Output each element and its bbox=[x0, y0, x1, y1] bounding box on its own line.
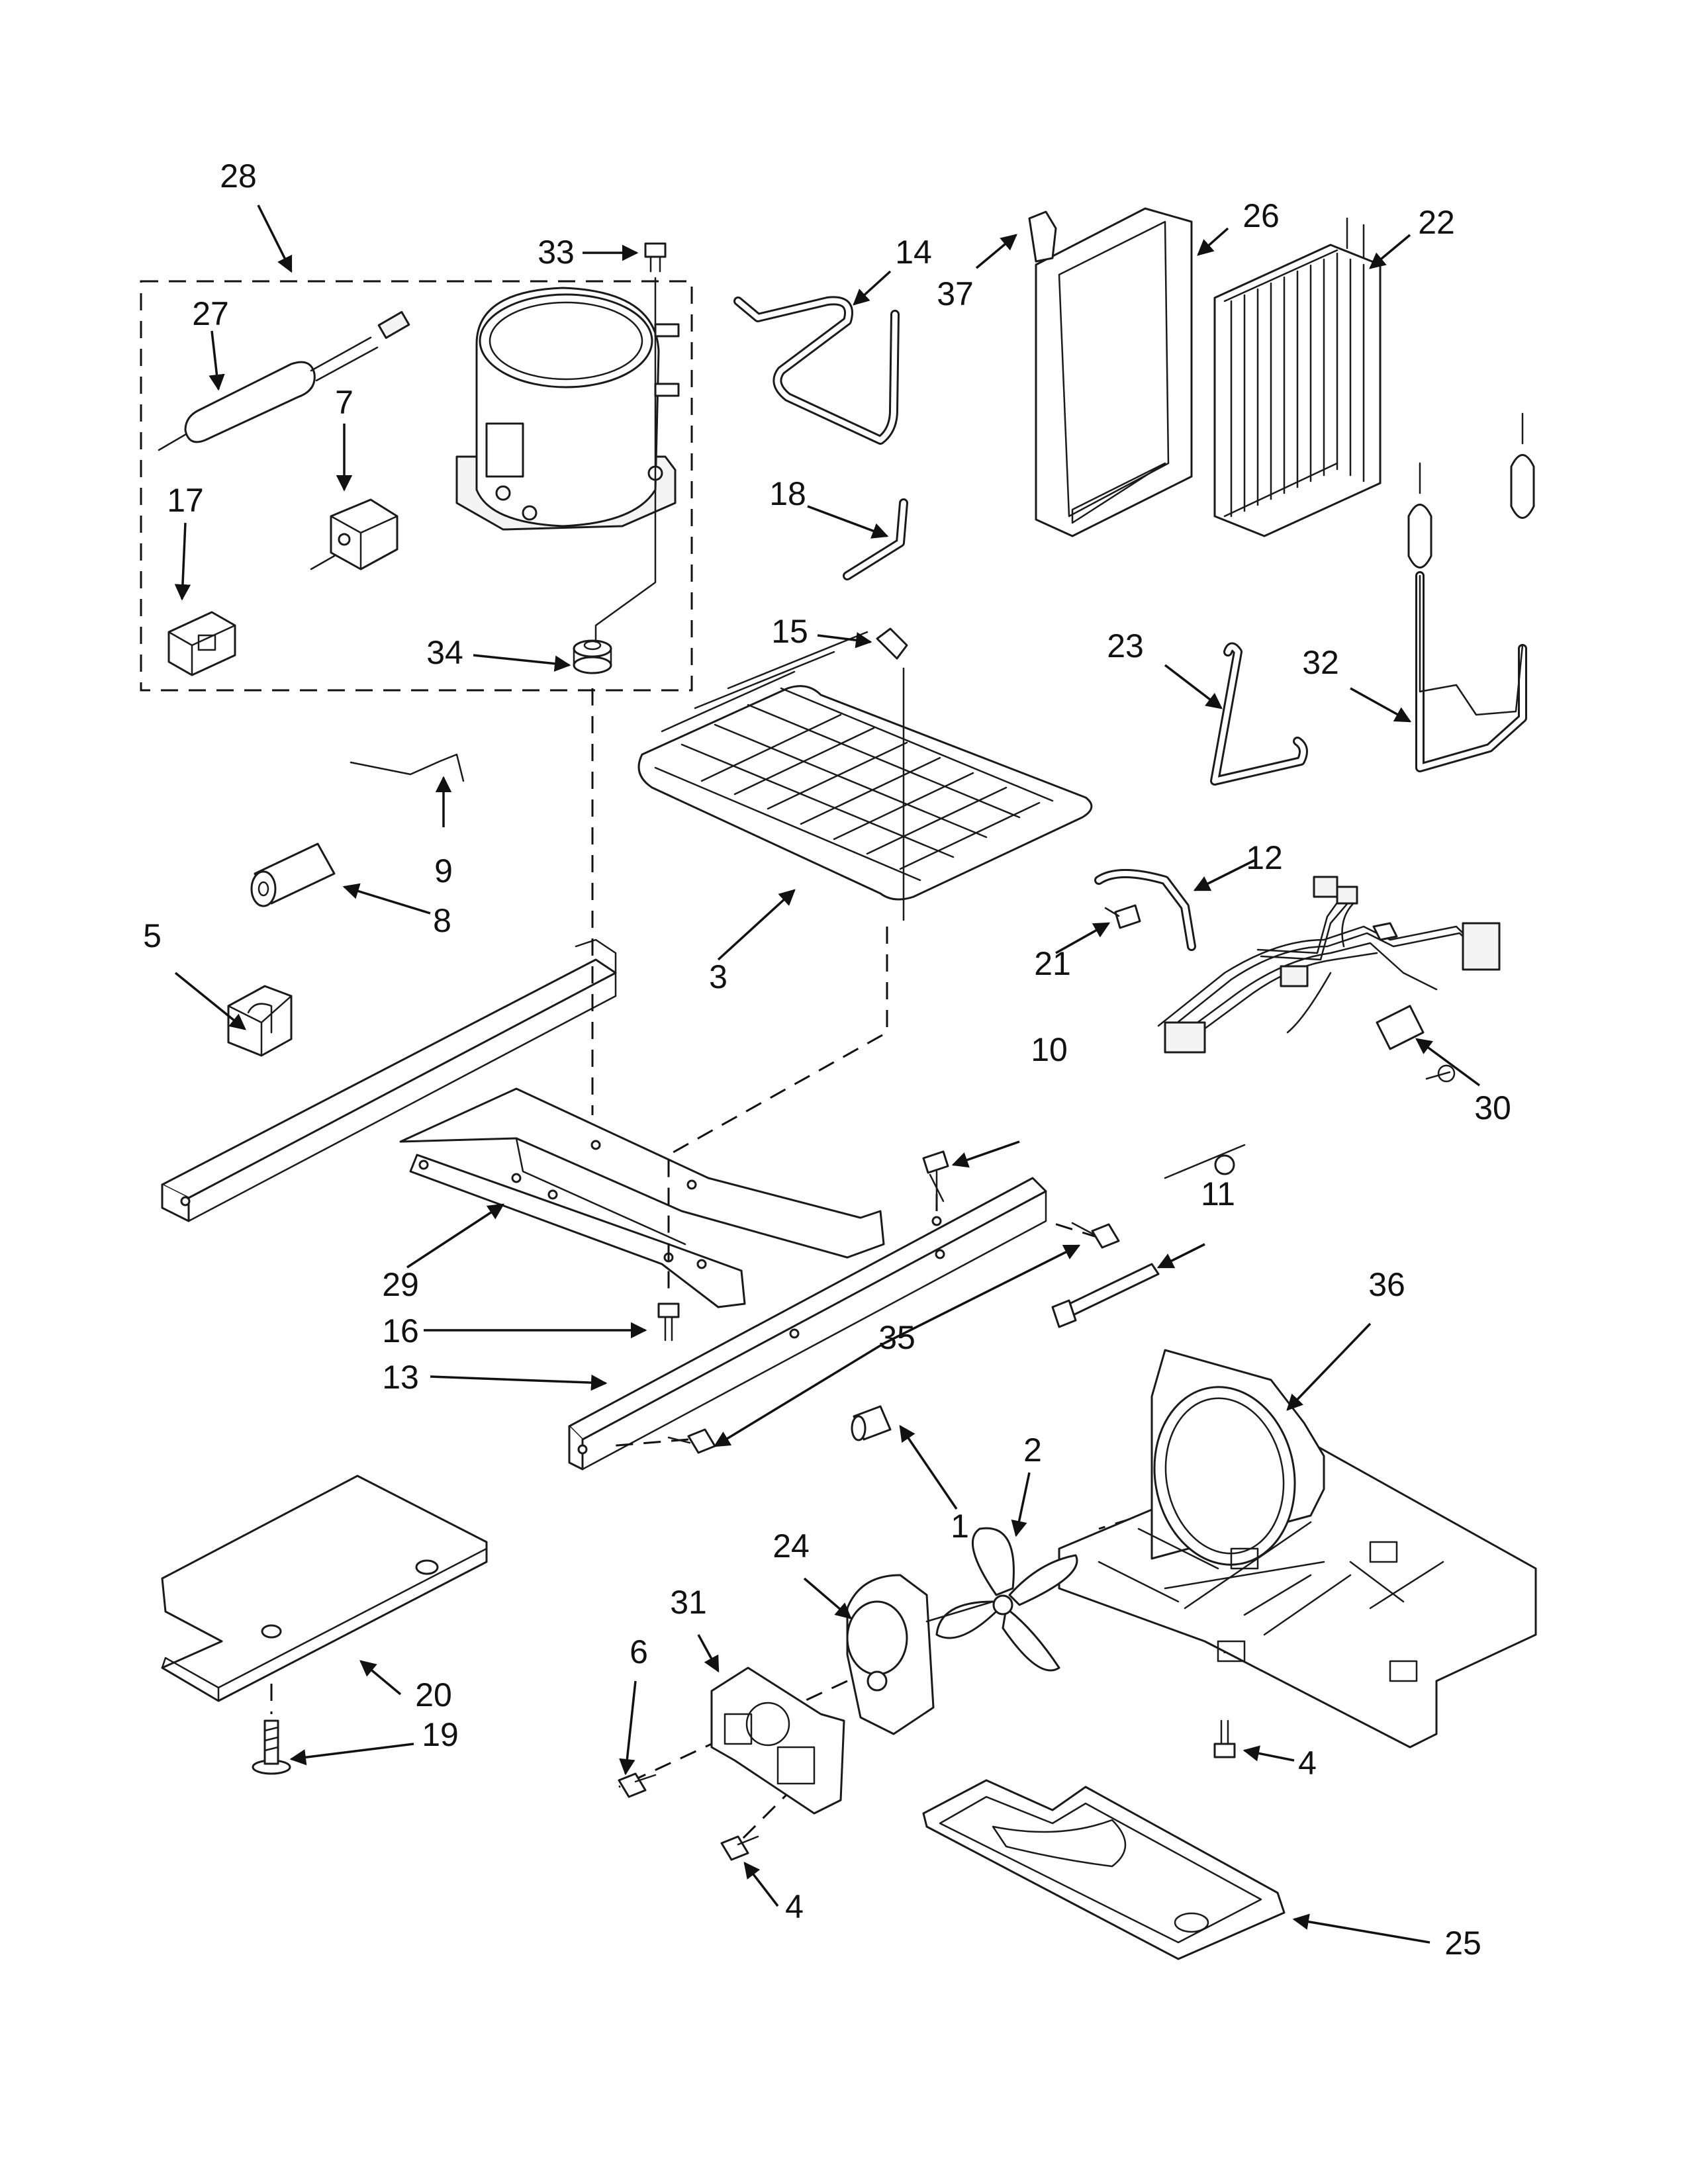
tube-18[interactable] bbox=[843, 498, 908, 580]
callout-21: 21 bbox=[1034, 945, 1071, 982]
callout-27: 27 bbox=[192, 295, 229, 332]
screw-16[interactable] bbox=[657, 1302, 680, 1342]
callout-15: 15 bbox=[771, 613, 808, 650]
clip-15[interactable] bbox=[876, 627, 908, 660]
evaporator[interactable] bbox=[637, 631, 1093, 921]
screw-6[interactable] bbox=[618, 1772, 657, 1798]
callout-35: 35 bbox=[878, 1319, 915, 1356]
callout-30: 30 bbox=[1474, 1089, 1511, 1126]
screw-21[interactable] bbox=[1104, 904, 1141, 929]
callout-9: 9 bbox=[434, 852, 453, 889]
callout-4-left: 4 bbox=[785, 1888, 804, 1925]
callout-14: 14 bbox=[895, 234, 932, 271]
condenser-fins bbox=[1230, 252, 1365, 518]
frame-rail-13[interactable] bbox=[568, 1177, 1047, 1471]
callout-10: 10 bbox=[1031, 1031, 1068, 1068]
sleeve-8[interactable] bbox=[250, 842, 336, 907]
motor-bracket[interactable] bbox=[710, 1666, 845, 1815]
tube-32[interactable] bbox=[1407, 412, 1535, 772]
fan-shroud[interactable] bbox=[1058, 1349, 1537, 1749]
compressor-kit-group bbox=[140, 277, 693, 692]
callout-12: 12 bbox=[1246, 839, 1283, 876]
screw-10[interactable] bbox=[922, 1150, 949, 1206]
callout-17: 17 bbox=[167, 482, 204, 519]
callout-31: 31 bbox=[670, 1584, 707, 1621]
callout-20: 20 bbox=[415, 1676, 452, 1713]
callout-3: 3 bbox=[709, 958, 727, 995]
condenser[interactable] bbox=[1213, 217, 1382, 537]
callout-16: 16 bbox=[382, 1312, 419, 1349]
callout-37: 37 bbox=[937, 275, 974, 312]
bracket-5[interactable] bbox=[227, 985, 293, 1057]
wire-harness[interactable] bbox=[1157, 876, 1501, 1179]
clamp-12[interactable] bbox=[1094, 869, 1196, 951]
drain-pan[interactable] bbox=[922, 1779, 1286, 1960]
filter-drier[interactable] bbox=[158, 310, 410, 451]
cover-20[interactable] bbox=[161, 1475, 488, 1702]
screw-35a[interactable] bbox=[1071, 1222, 1120, 1249]
start-relay[interactable] bbox=[310, 498, 399, 570]
callout-25: 25 bbox=[1444, 1925, 1481, 1962]
leader-lines bbox=[174, 205, 1481, 1944]
callout-8: 8 bbox=[433, 902, 451, 939]
callout-6: 6 bbox=[630, 1633, 648, 1670]
callout-4-right: 4 bbox=[1298, 1745, 1317, 1782]
callout-32: 32 bbox=[1302, 644, 1339, 681]
hanger-23[interactable] bbox=[1210, 642, 1308, 786]
screw-4-left[interactable] bbox=[720, 1835, 759, 1861]
callout-13: 13 bbox=[382, 1359, 419, 1396]
fan-motor[interactable] bbox=[846, 1574, 994, 1735]
screw-33[interactable] bbox=[644, 242, 667, 273]
callout-labels: 28 33 27 7 17 34 14 37 26 22 18 15 23 32… bbox=[143, 158, 1511, 1962]
callout-11: 11 bbox=[1201, 1175, 1235, 1212]
callout-19: 19 bbox=[422, 1716, 459, 1753]
compressor[interactable] bbox=[455, 287, 680, 531]
frame-rail-front[interactable] bbox=[161, 938, 617, 1222]
evaporator-fins bbox=[700, 713, 1041, 870]
callout-33: 33 bbox=[538, 234, 575, 271]
callout-26: 26 bbox=[1243, 197, 1280, 234]
callout-5: 5 bbox=[143, 917, 162, 954]
callout-36: 36 bbox=[1368, 1266, 1405, 1303]
bushing-1[interactable] bbox=[851, 1405, 892, 1441]
callout-1: 1 bbox=[951, 1508, 969, 1545]
cable-tie[interactable] bbox=[1051, 1263, 1160, 1328]
tube-14[interactable] bbox=[733, 296, 900, 445]
grommet[interactable] bbox=[573, 639, 612, 674]
callout-28: 28 bbox=[220, 158, 257, 195]
callout-34: 34 bbox=[426, 634, 463, 671]
screw-4-right[interactable] bbox=[1213, 1719, 1236, 1758]
callout-7: 7 bbox=[335, 384, 353, 421]
overload-protector[interactable] bbox=[167, 611, 236, 676]
clip-37[interactable] bbox=[1028, 210, 1057, 263]
fan-blade[interactable] bbox=[935, 1527, 1078, 1672]
callout-22: 22 bbox=[1418, 204, 1455, 241]
callout-29: 29 bbox=[382, 1266, 419, 1303]
leveler-19[interactable] bbox=[252, 1719, 291, 1775]
frame-rail-29[interactable] bbox=[399, 1087, 885, 1308]
condenser-shroud[interactable] bbox=[1035, 207, 1193, 537]
callout-2: 2 bbox=[1023, 1432, 1042, 1469]
wire-clip-9[interactable] bbox=[350, 753, 465, 782]
callout-24: 24 bbox=[773, 1527, 810, 1565]
callout-18: 18 bbox=[769, 475, 806, 512]
callout-23: 23 bbox=[1107, 627, 1144, 664]
